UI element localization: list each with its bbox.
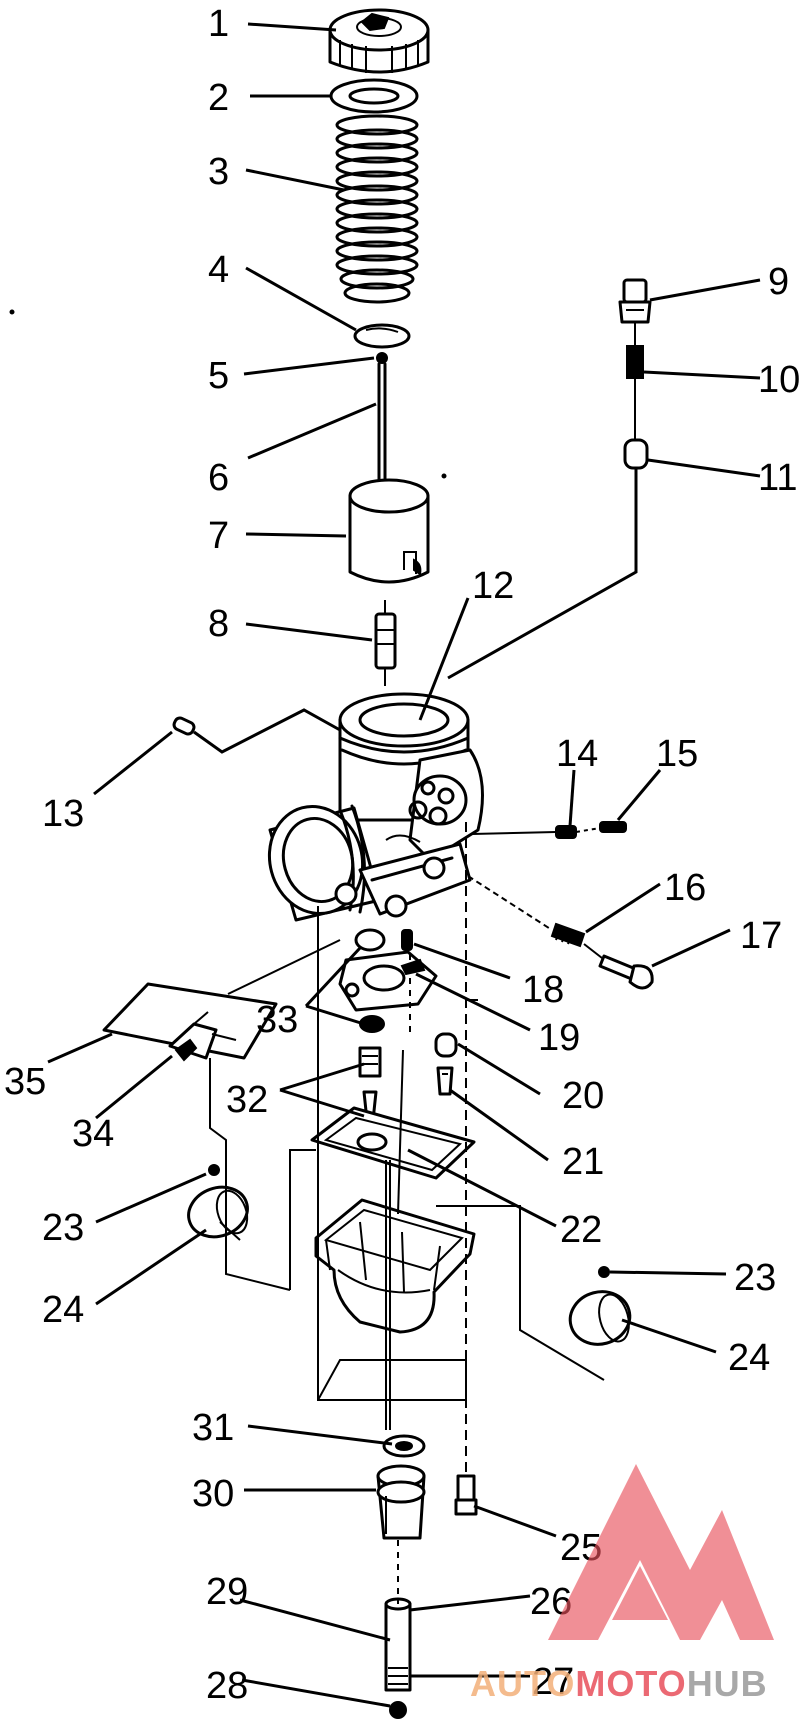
part-needle-jet-holder (376, 1434, 426, 1540)
callout-29: 29 (206, 1571, 248, 1613)
callout-5: 5 (208, 355, 229, 397)
callout-6: 6 (208, 457, 229, 499)
callout-24-left: 24 (42, 1289, 84, 1331)
callout-labels: 1 2 3 4 5 6 7 8 9 10 11 12 13 14 15 16 1… (4, 3, 800, 1707)
watermark-hub: HUB (687, 1663, 768, 1704)
callout-8: 8 (208, 603, 229, 645)
watermark-text: AUTOMOTOHUB (470, 1663, 768, 1704)
part-float-valve-plate (338, 929, 438, 1012)
part-float-left (187, 1164, 249, 1239)
watermark-moto: MOTO (575, 1663, 686, 1704)
automotohub-watermark: AUTOMOTOHUB (470, 1464, 774, 1704)
part-throttle-slide (348, 478, 430, 584)
callout-15: 15 (656, 733, 698, 775)
callout-2: 2 (208, 77, 229, 119)
callout-1: 1 (208, 3, 229, 45)
callout-28: 28 (206, 1665, 248, 1707)
callout-7: 7 (208, 515, 229, 557)
callout-12: 12 (472, 565, 514, 607)
callout-16: 16 (664, 867, 706, 909)
part-idle-adjust (471, 821, 627, 839)
callout-17: 17 (740, 915, 782, 957)
callout-34: 34 (72, 1113, 114, 1155)
part-needle (376, 352, 388, 492)
part-o-ring (354, 928, 386, 1033)
callout-31: 31 (192, 1407, 234, 1449)
part-float-right (568, 1266, 632, 1346)
assembly-lines (209, 822, 605, 1604)
callout-3: 3 (208, 151, 229, 193)
callout-32: 32 (226, 1079, 268, 1121)
part-top-cap (328, 8, 430, 74)
part-pilot-jet (384, 1597, 412, 1719)
part-float-bowl-gasket (310, 1106, 476, 1180)
callout-33: 33 (256, 999, 298, 1041)
callout-35: 35 (4, 1061, 46, 1103)
callout-24-right: 24 (728, 1337, 770, 1379)
callout-27: 27 (532, 1661, 574, 1703)
callout-23-right: 23 (734, 1257, 776, 1299)
part-needle-jet (374, 600, 397, 686)
callout-4: 4 (208, 249, 229, 291)
callout-21: 21 (562, 1141, 604, 1183)
callout-19: 19 (538, 1017, 580, 1059)
part-throttle-stop-screw (467, 875, 654, 990)
part-float-arm-plate (102, 982, 278, 1062)
part-spring (335, 114, 419, 304)
callout-18: 18 (522, 969, 564, 1011)
part-washer (329, 78, 419, 114)
callout-23-left: 23 (42, 1207, 84, 1249)
callout-14: 14 (556, 733, 598, 775)
callout-9: 9 (768, 261, 789, 303)
part-small-screw (172, 708, 341, 754)
part-retainer (353, 323, 411, 349)
callout-13: 13 (42, 793, 84, 835)
callout-10: 10 (758, 359, 800, 401)
part-float-bowl (314, 1198, 476, 1334)
part-drain-screw (454, 1474, 478, 1516)
watermark-triangle-logo (548, 1464, 774, 1640)
part-carburetor-body (267, 692, 484, 922)
parts-drawing (102, 8, 654, 1719)
callout-11: 11 (758, 457, 797, 499)
part-pilot-screw-assembly (447, 278, 652, 680)
watermark-auto: AUTO (470, 1663, 575, 1704)
callout-30: 30 (192, 1473, 234, 1515)
leader-lines (47, 22, 761, 1708)
scan-specks (9, 309, 447, 479)
callout-22: 22 (560, 1209, 602, 1251)
callout-20: 20 (562, 1075, 604, 1117)
part-main-jet (434, 1032, 458, 1096)
